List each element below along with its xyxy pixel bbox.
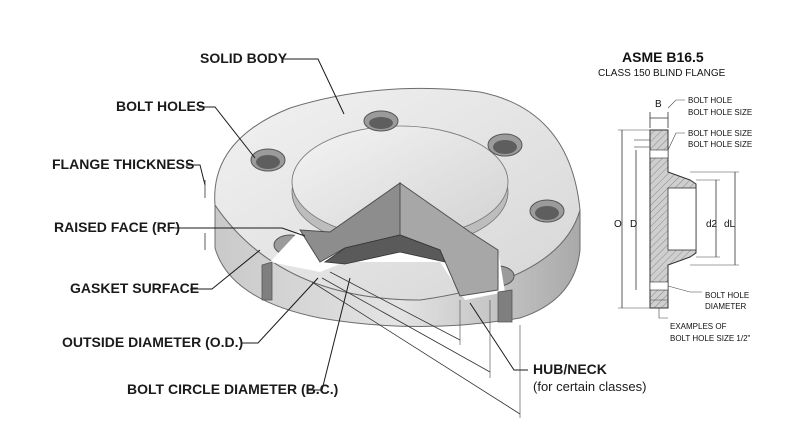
label-raised-face: RAISED FACE (RF): [54, 219, 180, 235]
label-flange-thickness: FLANGE THICKNESS: [52, 156, 194, 172]
label-outside-diameter: OUTSIDE DIAMETER (O.D.): [62, 334, 243, 350]
spec-dim-dl: dL: [724, 219, 736, 230]
label-bolt-holes: BOLT HOLES: [116, 98, 205, 114]
label-hub-neck: HUB/NECK: [533, 361, 607, 377]
spec-dim-d2: d2: [706, 219, 718, 230]
gasket-section: [323, 234, 446, 265]
label-bolt-circle-diameter: BOLT CIRCLE DIAMETER (B.C.): [127, 381, 338, 397]
spec-note-bolt-hole-size-1: BOLT HOLE SIZE: [688, 108, 752, 117]
spec-note-bolt-hole-2: BOLT HOLE: [705, 291, 749, 300]
spec-subtitle: CLASS 150 BLIND FLANGE: [598, 68, 726, 79]
spec-note-bolt-hole-1: BOLT HOLE: [688, 96, 732, 105]
leader-lines: [175, 58, 528, 418]
spec-panel: ASME B16.5 CLASS 150 BLIND FLANGE B O D: [598, 49, 752, 343]
spec-note-bolt-hole-size-2: BOLT HOLE SIZE: [688, 129, 752, 138]
label-solid-body: SOLID BODY: [200, 50, 288, 66]
label-hub-neck-note: (for certain classes): [533, 379, 646, 394]
spec-note-bolt-hole-size-half: BOLT HOLE SIZE 1/2": [670, 334, 751, 343]
flange-notch-left: [261, 261, 273, 301]
section-bore: [667, 187, 697, 251]
flange-notch-right: [497, 289, 513, 323]
spec-dim-d: D: [630, 219, 637, 230]
spec-dim-b: B: [655, 99, 662, 110]
spec-note-diameter: DIAMETER: [705, 302, 747, 311]
label-gasket-surface: GASKET SURFACE: [70, 280, 199, 296]
spec-note-examples-of: EXAMPLES OF: [670, 322, 727, 331]
flange-3d: [214, 87, 581, 327]
spec-section-drawing: [649, 129, 697, 309]
spec-title: ASME B16.5: [622, 49, 704, 65]
spec-note-bolt-hole-size-3: BOLT HOLE SIZE: [688, 140, 752, 149]
spec-dim-o: O: [614, 219, 622, 230]
